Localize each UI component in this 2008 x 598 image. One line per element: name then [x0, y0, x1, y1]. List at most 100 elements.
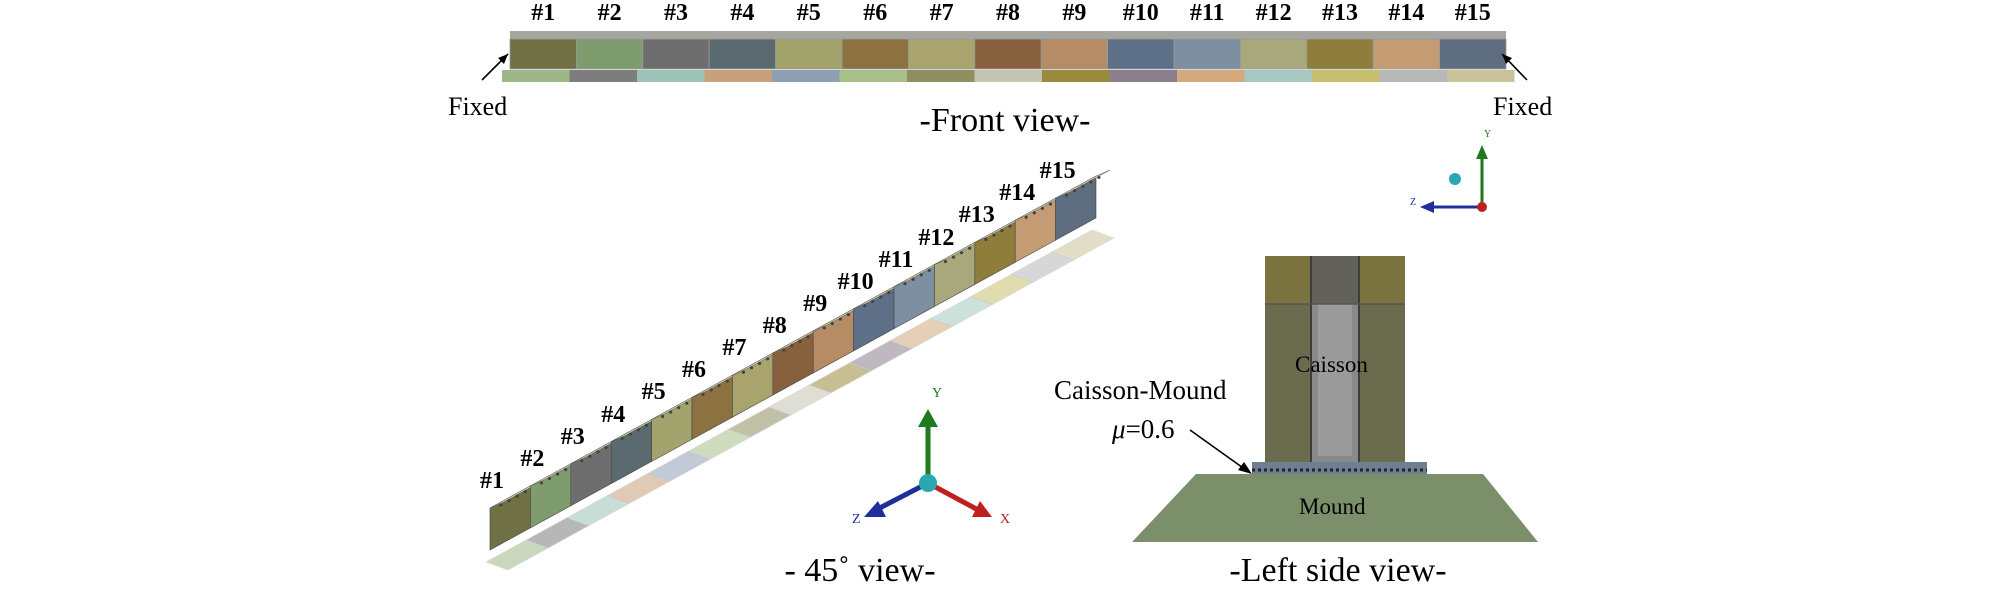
oblique-cell-hole	[846, 313, 851, 317]
front-cap-strip	[510, 31, 1506, 39]
front-caisson-number: #9	[1062, 0, 1087, 26]
front-caisson-block	[1107, 38, 1175, 70]
oblique-caisson-number: #11	[878, 246, 914, 273]
oblique-mound-segment	[1050, 229, 1115, 261]
oblique-cell-hole	[580, 459, 584, 463]
large-triad-x-label: X	[1000, 512, 1010, 527]
interface-leader-line	[1189, 429, 1247, 471]
front-mound-segment	[1244, 70, 1312, 82]
oblique-cell-hole	[911, 277, 915, 281]
small-axis-triad: Y Z	[1410, 129, 1491, 213]
oblique-cell-hole	[677, 406, 681, 410]
oblique-cell-hole	[644, 423, 649, 427]
fixed-left-arrowhead	[498, 54, 508, 64]
front-caisson-number: #11	[1189, 0, 1225, 26]
oblique-caisson-number: #10	[837, 268, 874, 295]
side-view-title: -Left side view-	[1229, 552, 1447, 589]
oblique-cell-hole	[863, 304, 867, 308]
oblique-cell-hole	[1000, 228, 1004, 233]
caisson-label: Caisson	[1295, 352, 1368, 377]
oblique-cell-hole	[887, 290, 891, 295]
front-mound-segment	[704, 70, 772, 82]
oblique-cell-hole	[636, 428, 640, 432]
front-caisson-block	[1439, 38, 1507, 70]
oblique-cell-hole	[547, 476, 552, 481]
oblique-cell-hole	[1024, 215, 1028, 219]
front-caisson-number: #7	[929, 0, 954, 26]
oblique-cell-hole	[830, 321, 834, 326]
oblique-cell-hole	[1097, 175, 1101, 180]
friction-symbol: μ	[1112, 414, 1126, 444]
front-mound-segment	[1042, 70, 1110, 82]
mound-shape	[1132, 474, 1538, 542]
friction-coefficient: μ=0.6	[1112, 414, 1175, 445]
oblique-cell-hole	[588, 454, 592, 458]
oblique-caisson-number: #9	[803, 290, 828, 317]
oblique-caisson-number: #3	[560, 423, 585, 450]
front-caisson-block	[1040, 38, 1108, 70]
front-caisson-number: #15	[1454, 0, 1491, 26]
oblique-caisson-number: #2	[520, 445, 545, 472]
front-caisson-block	[576, 38, 644, 70]
caisson-base-plate	[1252, 462, 1427, 474]
oblique-cell-hole	[749, 366, 754, 370]
oblique-cell-hole	[1008, 224, 1012, 228]
front-caisson-block	[708, 38, 777, 70]
oblique-cell-hole	[951, 255, 956, 259]
oblique-caisson-number: #15	[1039, 158, 1076, 185]
front-caisson-block	[974, 38, 1042, 70]
front-caisson-block	[1306, 38, 1374, 70]
oblique-cell-hole	[871, 299, 875, 303]
oblique-cell-hole	[984, 237, 988, 241]
oblique-cell-hole	[822, 326, 826, 330]
oblique-cell-hole	[701, 392, 705, 396]
front-mound-segment	[907, 70, 975, 82]
oblique-cell-hole	[604, 445, 608, 450]
oblique-cell-hole	[1048, 202, 1053, 206]
front-caisson-number: #13	[1322, 0, 1358, 26]
oblique-cell-hole	[596, 450, 600, 454]
mound-label: Mound	[1299, 494, 1366, 519]
front-caisson-number: #5	[796, 0, 821, 26]
oblique-caisson-number: #12	[918, 224, 955, 251]
oblique-caisson-number: #8	[762, 313, 787, 340]
front-caisson-number: #2	[597, 0, 622, 26]
oblique-cell-hole	[838, 317, 842, 321]
large-axis-triad: Y Z X	[852, 386, 1010, 527]
oblique-caisson-number: #7	[722, 335, 747, 362]
oblique-cell-hole	[685, 401, 689, 405]
front-caisson-number: #12	[1255, 0, 1292, 26]
front-caisson-number: #8	[996, 0, 1020, 26]
front-mound-segment	[1312, 70, 1380, 82]
small-triad-y-label: Y	[1484, 129, 1491, 140]
oblique-cell-hole	[1081, 184, 1085, 188]
oblique-cell-hole	[1032, 211, 1036, 215]
front-caisson-number: #3	[664, 0, 688, 26]
oblique-cell-hole	[564, 467, 568, 472]
oblique-view-title: - 45˚ view-	[784, 552, 936, 589]
front-mound-segment	[637, 70, 705, 82]
oblique-cell-hole	[806, 335, 810, 339]
oblique-cell-hole	[959, 251, 964, 255]
oblique-cell-hole	[741, 370, 746, 374]
fixed-right-label: Fixed	[1493, 92, 1553, 121]
oblique-cell-hole	[515, 494, 519, 498]
interface-label: Caisson-Mound	[1054, 375, 1227, 405]
front-caisson-block	[1173, 38, 1241, 70]
oblique-cell-hole	[919, 273, 923, 277]
oblique-cell-hole	[709, 388, 713, 392]
front-mound-segment	[772, 70, 840, 82]
oblique-cell-hole	[757, 361, 762, 365]
oblique-caisson-number: #5	[641, 379, 666, 406]
front-caisson-number: #14	[1388, 0, 1425, 26]
oblique-cell-hole	[992, 233, 996, 237]
small-triad-z-label: Z	[1410, 197, 1416, 208]
fixed-right-arrowhead	[1502, 54, 1512, 64]
oblique-cell-hole	[555, 472, 560, 476]
oblique-cell-hole	[1089, 180, 1093, 184]
oblique-caisson-number: #14	[999, 180, 1036, 207]
front-mound-segment	[1109, 70, 1177, 82]
oblique-caisson-number: #1	[480, 468, 504, 494]
